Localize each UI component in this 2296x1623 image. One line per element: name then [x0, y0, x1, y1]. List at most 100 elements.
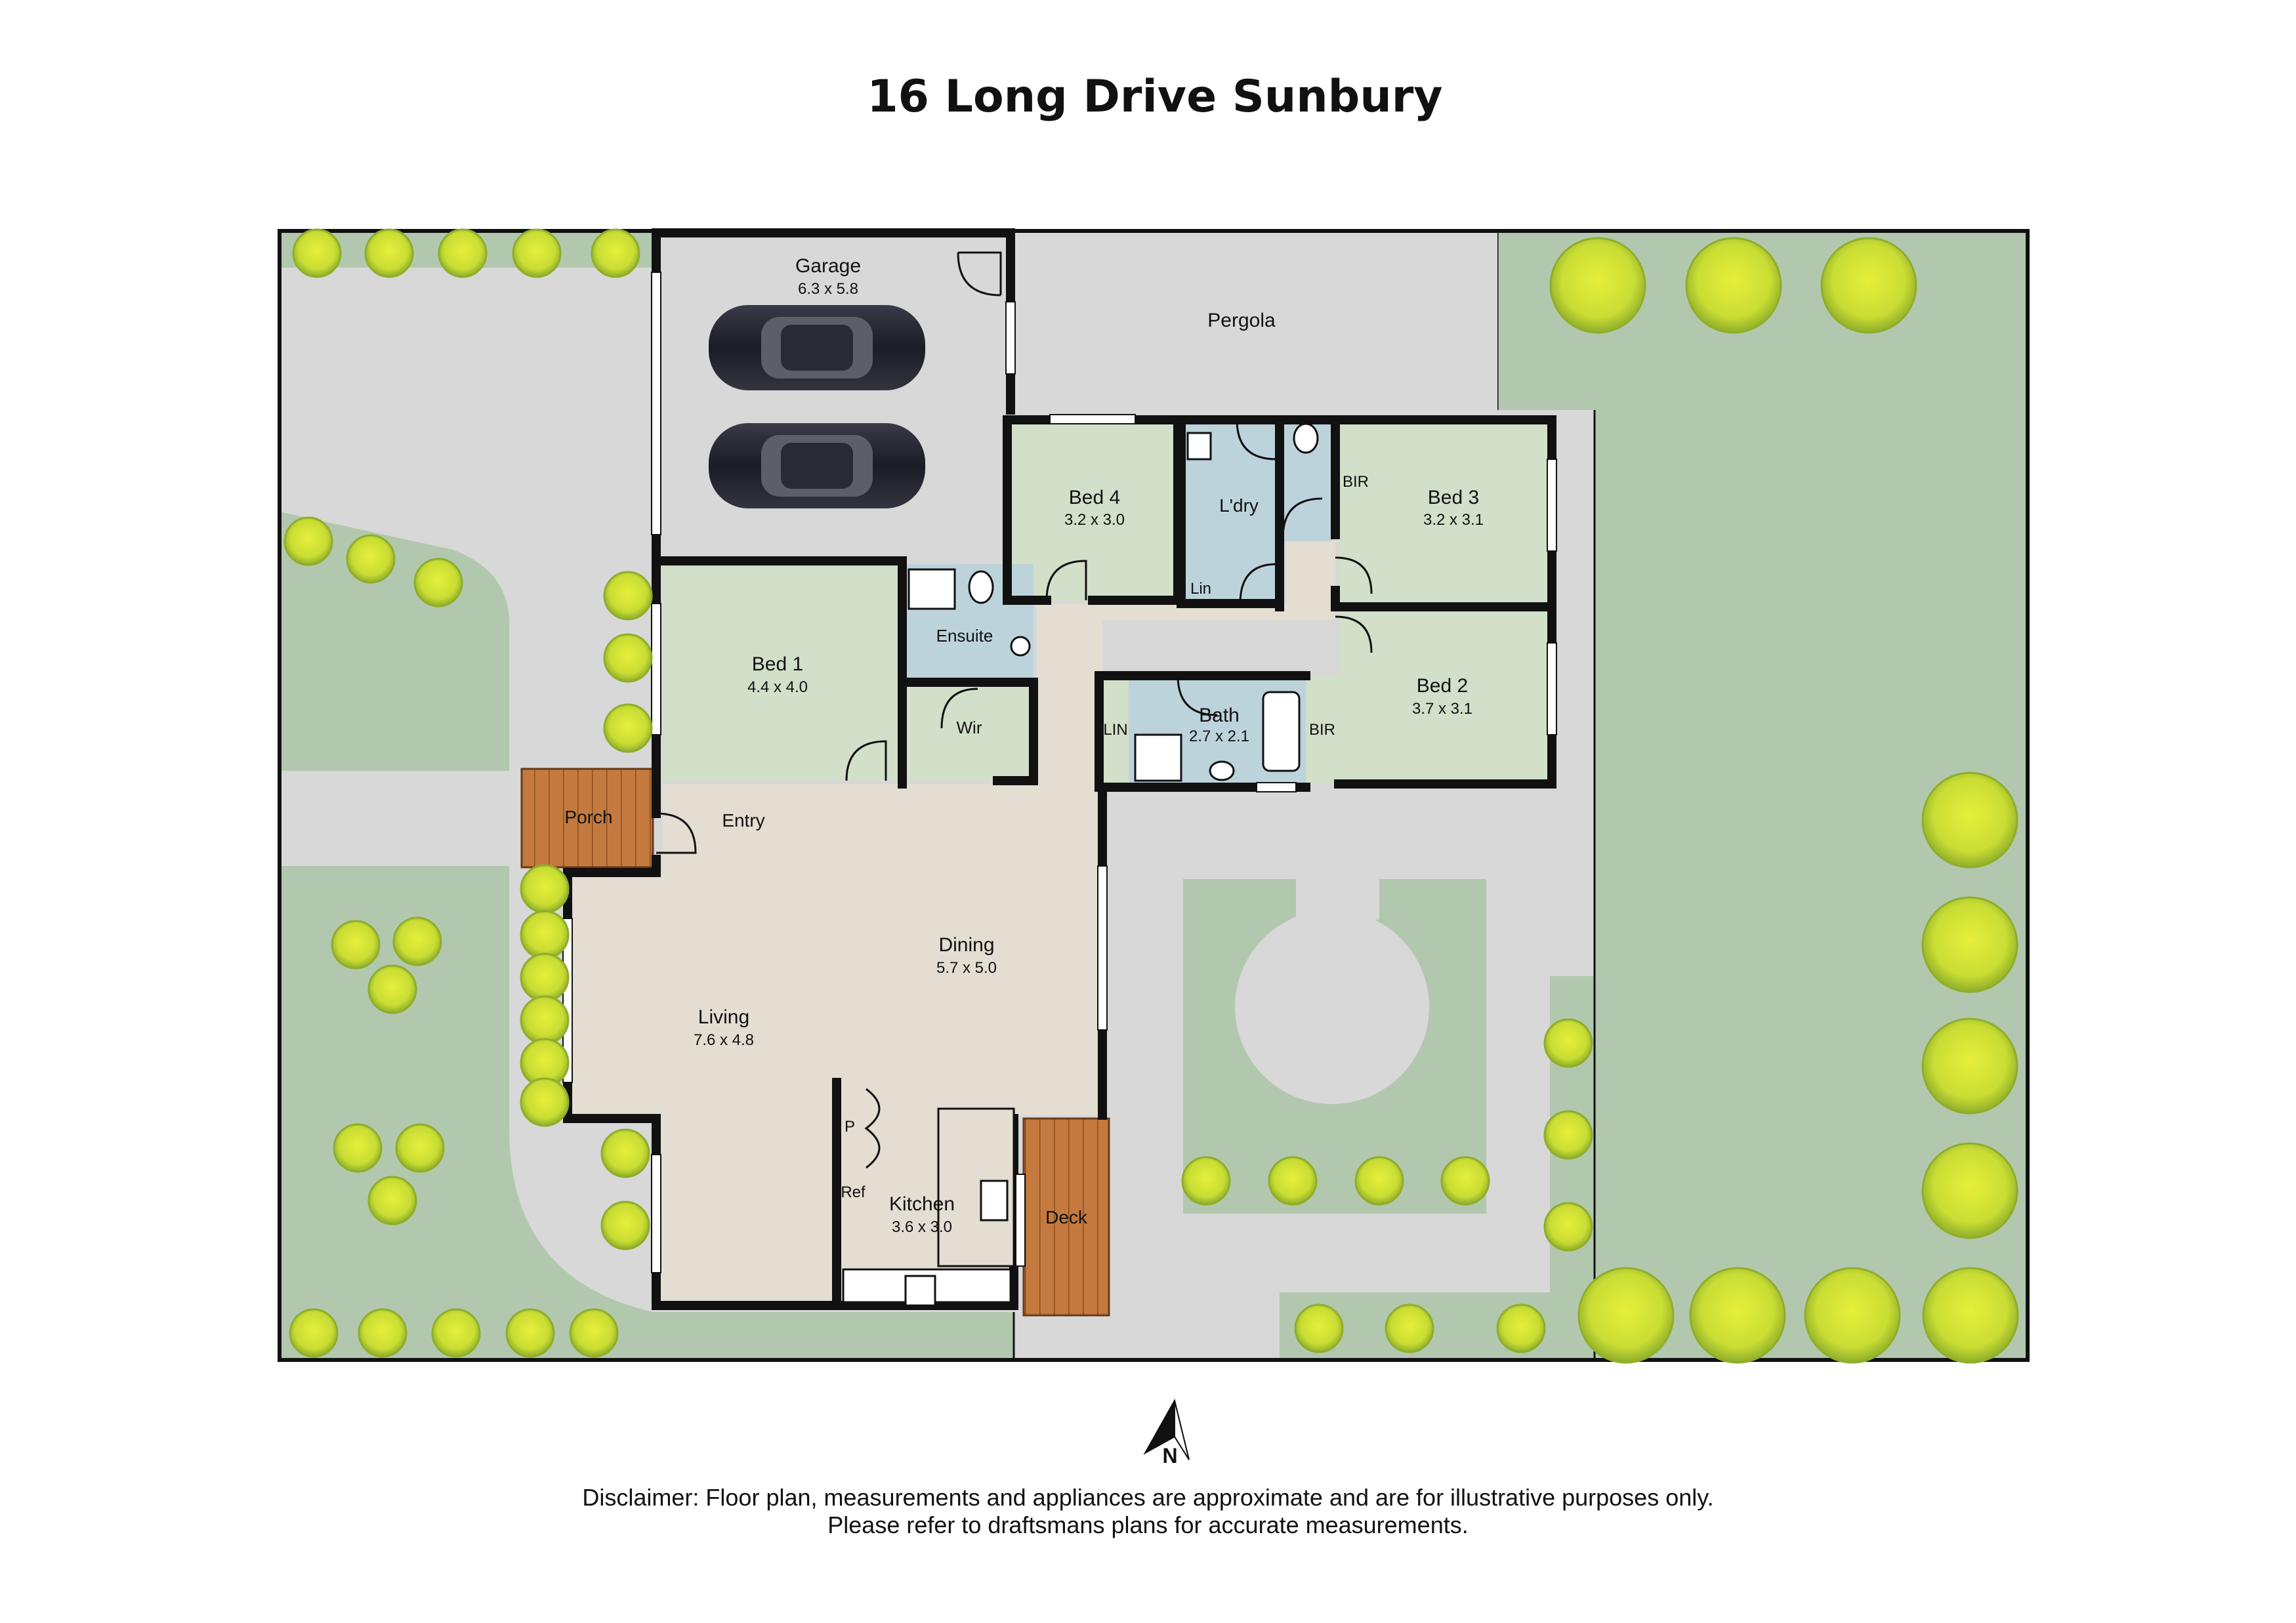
- tree-icon: [1921, 1142, 2018, 1239]
- fixtures: [842, 422, 1319, 1307]
- tree-icon: [1181, 1156, 1231, 1206]
- tree-icon: [431, 1308, 481, 1358]
- entry-door: [656, 812, 697, 854]
- bath-basin: [1209, 760, 1235, 781]
- tree-icon: [392, 916, 442, 966]
- tree-icon: [512, 228, 562, 278]
- bed4-floor: [1007, 423, 1178, 602]
- tree-icon: [1354, 1156, 1404, 1206]
- tree-icon: [331, 920, 381, 970]
- cars: [709, 305, 925, 508]
- label-wir: Wir: [957, 718, 982, 737]
- tree-icon: [1685, 237, 1782, 334]
- tree-icon: [1922, 1267, 2019, 1364]
- tree-icon: [346, 534, 396, 584]
- ensuite-shower: [908, 568, 956, 610]
- label-bed1: Bed 1: [752, 653, 803, 675]
- trees: [283, 228, 2019, 1364]
- tree-icon: [1385, 1304, 1434, 1353]
- windows: [562, 272, 1557, 1273]
- tree-icon: [364, 228, 414, 278]
- tree-icon: [1689, 1267, 1786, 1364]
- north-compass: N: [1143, 1399, 1190, 1468]
- tree-icon: [520, 995, 570, 1045]
- bed3-floor: [1339, 423, 1549, 604]
- label-bed2-dims: 3.7 x 3.1: [1412, 700, 1472, 718]
- dining-window: [1097, 865, 1108, 1031]
- room-labels: Garage 6.3 x 5.8 Pergola Bed 4 3.2 x 3.0…: [564, 255, 1484, 1236]
- label-living: Living: [698, 1006, 749, 1028]
- tree-icon: [1820, 237, 1917, 334]
- label-ensuite: Ensuite: [936, 626, 993, 646]
- label-bath-dims: 2.7 x 2.1: [1189, 728, 1249, 745]
- site-boundary: [278, 229, 2030, 1362]
- tree-icon: [1440, 1156, 1490, 1206]
- wir-door: [940, 688, 978, 729]
- tree-icon: [520, 953, 570, 1002]
- tree-icon: [1543, 1202, 1593, 1252]
- label-bed3-dims: 3.2 x 3.1: [1423, 511, 1484, 529]
- rooms: [520, 233, 1549, 1317]
- bed4-door: [1045, 560, 1087, 601]
- tree-icon: [367, 1176, 417, 1225]
- label-ref: Ref: [841, 1183, 866, 1201]
- bed3-window: [1547, 459, 1557, 552]
- tree-icon: [1543, 1018, 1593, 1068]
- label-dining-dims: 5.7 x 5.0: [936, 959, 997, 977]
- linen-floor: [1099, 676, 1129, 784]
- label-kitchen: Kitchen: [889, 1193, 955, 1215]
- tree-icon: [283, 516, 333, 566]
- bed3-door: [1335, 556, 1373, 594]
- tree-icon: [1543, 1110, 1593, 1160]
- lawn-right: [1280, 231, 2028, 1360]
- bed4-window: [1049, 414, 1136, 424]
- label-pantry: P: [845, 1118, 855, 1136]
- label-dining: Dining: [938, 934, 994, 956]
- tree-icon: [289, 1308, 339, 1358]
- label-porch: Porch: [564, 807, 612, 827]
- pergola-floor: [1011, 233, 1497, 410]
- tree-icon: [603, 633, 653, 683]
- garage-door-swing: [957, 251, 1002, 297]
- bath-tub: [1262, 691, 1301, 772]
- tree-icon: [600, 1128, 650, 1178]
- tree-icon: [413, 558, 463, 607]
- bed2-door: [1335, 615, 1373, 653]
- tree-icon: [520, 864, 570, 914]
- tree-icon: [505, 1308, 555, 1358]
- tree-icon: [1294, 1304, 1344, 1353]
- bed2-window: [1547, 642, 1557, 735]
- bath-shower: [1134, 733, 1182, 782]
- laundry-wall: [1177, 415, 1284, 611]
- bed1-window: [651, 603, 661, 735]
- living-west-wall: [563, 779, 1018, 1310]
- tree-icon: [1549, 237, 1646, 334]
- wir-floor: [902, 682, 1033, 781]
- tree-icon: [333, 1123, 383, 1173]
- label-laundry: L'dry: [1219, 495, 1259, 516]
- turning-circle: [1235, 910, 1429, 1104]
- tree-icon: [520, 910, 570, 960]
- living-floor: [568, 541, 1335, 1305]
- porch-floor: [520, 768, 654, 869]
- tree-icon: [1577, 1267, 1675, 1364]
- tree-icon: [367, 964, 417, 1014]
- tree-icon: [1496, 1304, 1546, 1353]
- doors: [656, 251, 1373, 1169]
- laundry-door-2: [1239, 563, 1277, 604]
- laundry-sink: [1186, 432, 1212, 461]
- car-top: [709, 305, 925, 390]
- label-bir-bed3: BIR: [1343, 473, 1369, 491]
- tree-icon: [603, 703, 653, 753]
- tree-icon: [1804, 1267, 1901, 1364]
- label-kitchen-dims: 3.6 x 3.0: [892, 1218, 952, 1236]
- tree-icon: [603, 571, 653, 621]
- tree-icon: [569, 1308, 619, 1358]
- label-lin: Lin: [1190, 580, 1211, 598]
- label-garage: Garage: [795, 255, 861, 277]
- toilet-door: [1282, 497, 1323, 539]
- tree-icon: [358, 1308, 407, 1358]
- tree-icon: [1921, 1017, 2018, 1115]
- lawn-bottom-strip: [653, 1312, 1014, 1360]
